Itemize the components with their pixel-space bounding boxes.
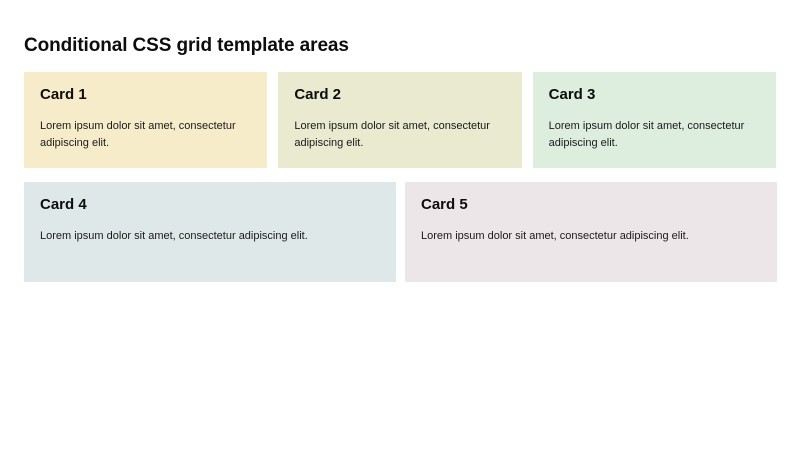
card-grid-row-top: Card 1 Lorem ipsum dolor sit amet, conse…	[24, 72, 776, 168]
card-grid-row-bottom: Card 4 Lorem ipsum dolor sit amet, conse…	[24, 182, 777, 282]
card-5[interactable]: Card 5 Lorem ipsum dolor sit amet, conse…	[405, 182, 777, 282]
card-5-body: Lorem ipsum dolor sit amet, consectetur …	[421, 230, 689, 242]
card-5-title: Card 5	[421, 196, 468, 213]
card-2-title: Card 2	[294, 86, 342, 103]
card-1-body: Lorem ipsum dolor sit amet, consectetur …	[40, 120, 236, 149]
card-3[interactable]: Card 3 Lorem ipsum dolor sit amet, conse…	[532, 72, 776, 168]
card-3-title: Card 3	[548, 86, 596, 103]
card-1-title: Card 1	[40, 86, 87, 103]
card-3-body: Lorem ipsum dolor sit amet, consectetur …	[548, 120, 745, 149]
page-title: Conditional CSS grid template areas	[24, 35, 349, 56]
card-4-body: Lorem ipsum dolor sit amet, consectetur …	[40, 230, 308, 242]
card-grid: Card 1 Lorem ipsum dolor sit amet, conse…	[24, 72, 777, 282]
card-4[interactable]: Card 4 Lorem ipsum dolor sit amet, conse…	[24, 182, 396, 282]
card-2[interactable]: Card 2 Lorem ipsum dolor sit amet, conse…	[278, 72, 522, 168]
card-4-title: Card 4	[40, 196, 87, 213]
card-1[interactable]: Card 1 Lorem ipsum dolor sit amet, conse…	[24, 72, 268, 168]
card-2-body: Lorem ipsum dolor sit amet, consectetur …	[294, 120, 490, 149]
